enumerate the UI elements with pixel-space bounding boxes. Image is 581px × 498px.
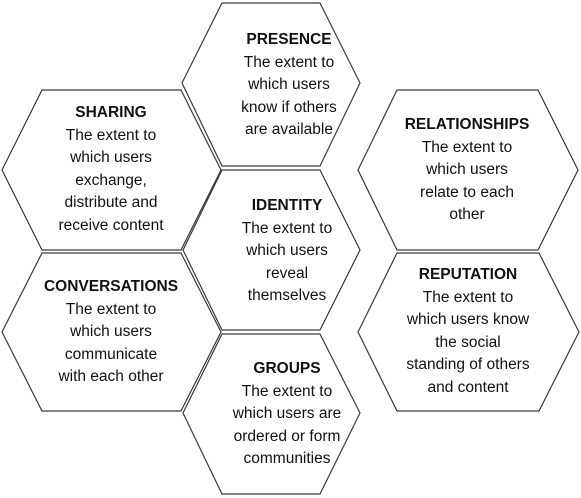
hex-desc-line: know if others xyxy=(241,98,337,116)
hex-desc-line: which users xyxy=(70,323,152,340)
hex-desc-line: and content xyxy=(427,378,509,396)
hex-desc-line: The extent to xyxy=(65,300,157,318)
hex-desc-line: The extent to xyxy=(241,382,333,400)
hex-desc-line: receive content xyxy=(58,216,164,234)
hex-desc-line: relate to each xyxy=(420,183,514,201)
hex-desc-line: which users xyxy=(70,149,152,166)
hex-desc-line: which users xyxy=(248,76,330,93)
hex-text-relationships: RELATIONSHIPS The extent to which users … xyxy=(392,114,542,227)
hex-text-identity: IDENTITY The extent to which users revea… xyxy=(212,195,362,308)
hex-desc-line: distribute and xyxy=(64,194,158,211)
hex-text-reputation: REPUTATION The extent to which users kno… xyxy=(393,264,543,399)
hex-title: PRESENCE xyxy=(246,31,332,48)
hexagon-identity xyxy=(182,169,361,331)
hex-desc-line: which users xyxy=(246,242,328,259)
hexagon-presence xyxy=(181,2,361,167)
hex-text-presence: PRESENCE The extent to which users know … xyxy=(214,29,364,142)
hex-desc-line: other xyxy=(449,206,485,223)
hex-text-groups: GROUPS The extent to which users are ord… xyxy=(212,358,362,471)
hex-desc-line: communities xyxy=(243,450,331,467)
hex-desc-line: The extent to xyxy=(65,126,157,144)
hex-desc-line: The extent to xyxy=(421,138,513,156)
hex-desc-line: reveal xyxy=(265,264,309,282)
hex-title: REPUTATION xyxy=(418,266,518,283)
hex-desc-line: with each other xyxy=(58,368,164,385)
hex-title: RELATIONSHIPS xyxy=(404,116,530,133)
hex-desc-line: The extent to xyxy=(241,219,333,237)
hex-desc-line: standing of others xyxy=(406,356,530,373)
hexagon-conversations xyxy=(1,252,222,412)
hex-text-conversations: CONVERSATIONS The extent to which users … xyxy=(36,276,186,389)
hexagon-sharing xyxy=(1,89,222,251)
hex-desc-line: The extent to xyxy=(422,288,514,306)
hex-title: SHARING xyxy=(75,104,147,121)
hex-desc-line: which users know xyxy=(406,311,530,328)
hex-desc-line: themselves xyxy=(247,287,327,304)
hexagon-reputation xyxy=(357,252,580,412)
hex-text-sharing: SHARING The extent to which users exchan… xyxy=(36,102,186,237)
hex-desc-line: The extent to xyxy=(243,53,335,71)
hex-desc-line: exchange, xyxy=(75,171,147,189)
hexagon-relationships xyxy=(357,89,579,251)
hex-desc-line: are available xyxy=(245,121,333,138)
hex-desc-line: communicate xyxy=(64,345,158,363)
hex-desc-line: the social xyxy=(435,333,501,351)
hex-title: IDENTITY xyxy=(251,197,323,214)
hex-desc-line: which users xyxy=(426,161,508,178)
hex-desc-line: ordered or form xyxy=(233,427,341,445)
hex-title: GROUPS xyxy=(253,360,321,377)
hex-desc-line: which users are xyxy=(232,405,342,422)
hexagon-groups xyxy=(182,333,361,495)
hex-title: CONVERSATIONS xyxy=(43,278,179,295)
